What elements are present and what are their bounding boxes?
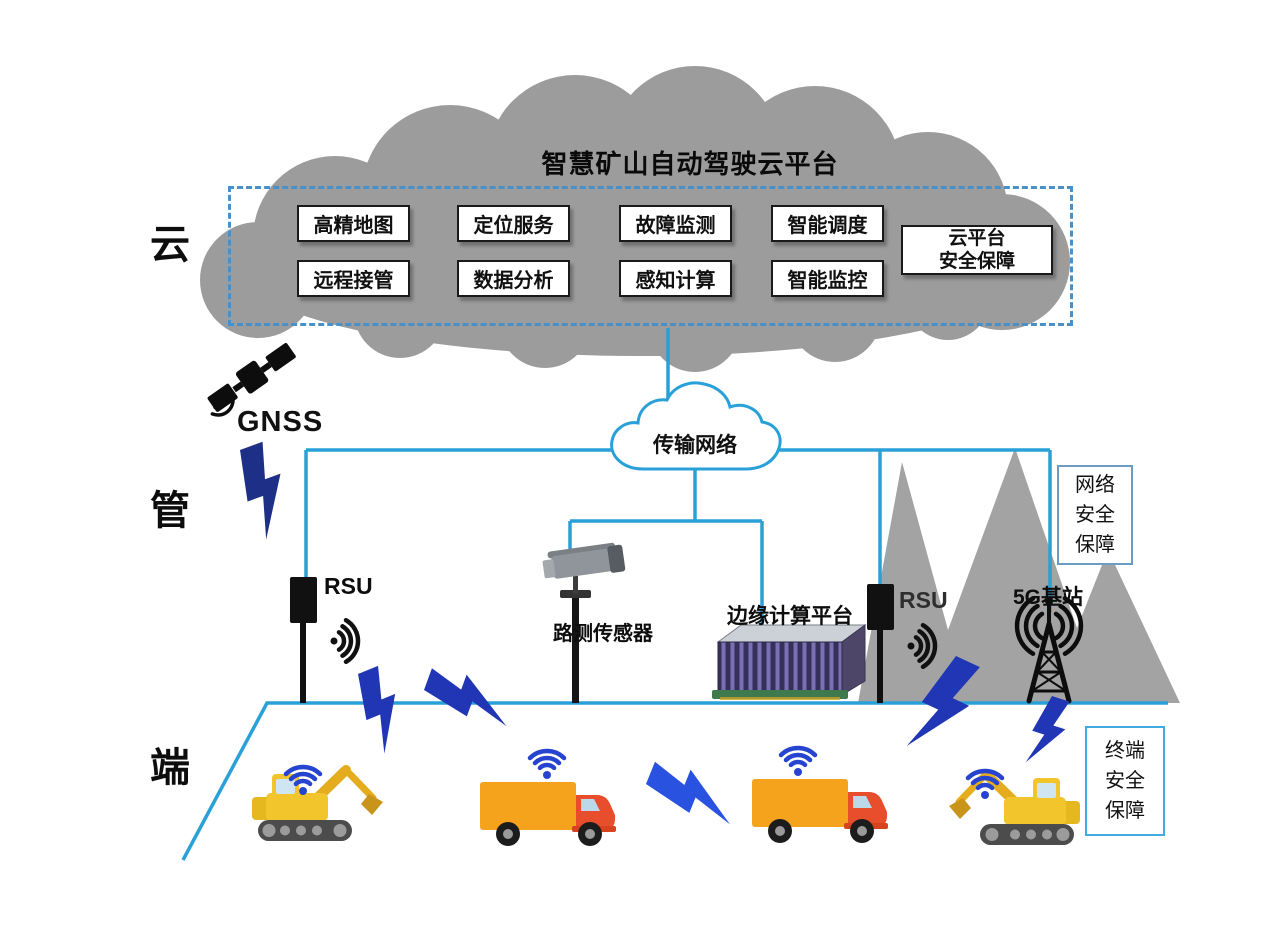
module-data-analysis: 数据分析 bbox=[457, 260, 570, 297]
wifi-icon bbox=[965, 768, 1005, 799]
truck-right bbox=[752, 779, 888, 843]
rsu-left-label: RSU bbox=[324, 573, 373, 599]
bolt-truck-truck bbox=[642, 756, 744, 829]
bolt-rsu-excavator bbox=[349, 663, 415, 756]
transmission-network-label: 传输网络 bbox=[653, 434, 737, 457]
layer-label-terminal: 端 bbox=[150, 746, 190, 790]
module-fault-monitoring: 故障监测 bbox=[619, 205, 732, 242]
edge-computing-label: 边缘计算平台 bbox=[727, 605, 853, 628]
layer-label-network: 管 bbox=[150, 489, 190, 533]
cloud-security-box: 云平台 安全保障 bbox=[901, 225, 1053, 275]
layer-label-cloud: 云 bbox=[150, 223, 190, 267]
bolt-5g-excavator bbox=[1022, 693, 1074, 771]
wifi-icons bbox=[283, 745, 1005, 799]
bolt-gnss bbox=[230, 439, 300, 541]
wifi-icon bbox=[283, 764, 323, 795]
roadside-sensor-label: 路测传感器 bbox=[553, 623, 653, 645]
excavator-right bbox=[949, 774, 1080, 845]
station-5g-label: 5G基站 bbox=[1013, 586, 1084, 609]
cloud-security-line1: 云平台 bbox=[948, 227, 1006, 249]
module-intelligent-dispatch: 智能调度 bbox=[771, 205, 884, 242]
gnss-satellite-icon bbox=[207, 343, 296, 417]
terminal-security-line1: 终端 bbox=[1105, 740, 1145, 762]
rsu-left-icon bbox=[290, 577, 361, 703]
terminal-security-line2: 安全 bbox=[1105, 770, 1145, 792]
truck-left bbox=[480, 782, 616, 846]
rsu-right-label: RSU bbox=[899, 587, 948, 613]
module-remote-takeover: 远程接管 bbox=[297, 260, 410, 297]
module-perception-computing: 感知计算 bbox=[619, 260, 732, 297]
gnss-label: GNSS bbox=[237, 406, 324, 438]
wifi-icon bbox=[527, 748, 567, 779]
network-security-line2: 安全 bbox=[1075, 504, 1115, 526]
network-security-line1: 网络 bbox=[1075, 474, 1115, 496]
module-high-precision-map: 高精地图 bbox=[297, 205, 410, 242]
page-title: 智慧矿山自动驾驶云平台 bbox=[541, 149, 839, 179]
network-security-line3: 保障 bbox=[1075, 534, 1115, 556]
network-security-box: 网络 安全 保障 bbox=[1057, 465, 1133, 565]
excavator-left bbox=[252, 770, 383, 841]
rsu-right-icon bbox=[867, 584, 938, 703]
wifi-icon bbox=[778, 745, 818, 776]
network-lines bbox=[181, 328, 1168, 861]
module-intelligent-monitoring: 智能监控 bbox=[771, 260, 884, 297]
module-positioning-service: 定位服务 bbox=[457, 205, 570, 242]
cloud-security-line2: 安全保障 bbox=[938, 251, 1015, 272]
transmission-cloud-shape bbox=[610, 381, 782, 471]
terminal-security-line3: 保障 bbox=[1105, 800, 1145, 822]
bolt-excavator-truck bbox=[420, 662, 519, 731]
terminal-security-box: 终端 安全 保障 bbox=[1085, 726, 1165, 836]
mountains bbox=[858, 448, 1180, 703]
cloud-modules-frame bbox=[228, 186, 1073, 326]
station-5g-icon bbox=[1014, 596, 1084, 704]
edge-computing-icon bbox=[712, 624, 867, 700]
roadside-sensor-icon bbox=[542, 542, 626, 703]
